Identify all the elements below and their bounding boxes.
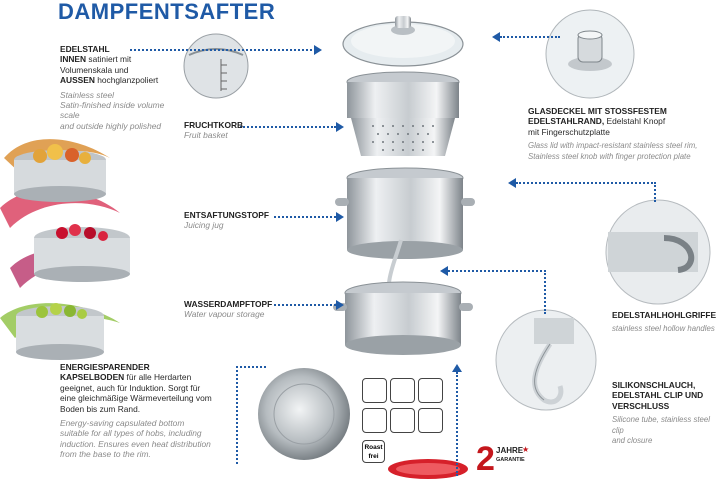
silicone-tube-description: SILIKONSCHLAUCH, EDELSTAHL CLIP UND VERS…	[612, 380, 720, 446]
guarantee-label: GARANTIE	[496, 457, 525, 463]
hollow-handles-heading: EDELSTAHLHOHLGRIFFE	[612, 310, 717, 320]
hollow-handles-english: stainless steel hollow handles	[612, 324, 715, 334]
juicing-jug-heading: ENTSAFTUNGSTOPF	[184, 210, 269, 220]
callout-line-base	[456, 372, 458, 476]
stainless-english: Stainless steel Satin-finished inside vo…	[60, 90, 180, 132]
inside-scale-detail-illustration	[183, 33, 249, 99]
water-vapour-label: WASSERDAMPFTOPF Water vapour storage	[184, 299, 272, 320]
arrow-right-icon	[336, 300, 344, 310]
gas-hob-icon	[362, 378, 387, 403]
stainless-steel-description: EDELSTAHL INNEN satiniert mit Volumenska…	[60, 44, 180, 131]
arrow-left-icon	[440, 266, 448, 276]
callout-line-griffe-vertical	[654, 182, 656, 202]
en-line: Silicone tube, stainless steel clip	[612, 415, 710, 435]
en-line: induction. Ensures even heat distributio…	[60, 438, 211, 449]
free-label: frei	[368, 453, 379, 460]
outside-text: hochglanzpoliert	[94, 75, 159, 86]
arrow-right-icon	[336, 122, 344, 132]
callout-line-glasdeckel	[500, 36, 560, 38]
glass-lid-description: GLASDECKEL MIT STOSSFESTEM EDELSTAHLRAND…	[528, 106, 718, 162]
capsule-base-detail-illustration	[258, 368, 350, 460]
glass-lid-heading: GLASDECKEL MIT STOSSFESTEM	[528, 106, 667, 116]
callout-line-fruchtkorb	[240, 126, 336, 128]
oven-icon	[390, 408, 415, 433]
en-line: Energy-saving capsulated bottom	[60, 418, 185, 429]
scale-text: Volumenskala und	[60, 64, 129, 75]
en-line: from the base to the rim.	[60, 449, 151, 460]
hollow-handle-detail-illustration	[605, 199, 711, 305]
capsule-line: geeignet, auch für Induktion. Sorgt für	[60, 382, 201, 393]
en-line: Stainless steel knob with finger protect…	[528, 151, 691, 161]
en-line: Satin-finished inside volume scale	[60, 100, 165, 121]
fruit-basket-heading: FRUCHTKORB	[184, 120, 244, 130]
ceramic-hob-icon	[362, 408, 387, 433]
callout-line-entsaftungstopf	[274, 216, 336, 218]
en-line: suitable for all types of hobs, includin…	[60, 428, 202, 439]
inside-heading: INNEN	[60, 54, 87, 65]
tube-heading: SILIKONSCHLAUCH,	[612, 380, 696, 390]
guarantee-badge: 2 JAHRE GARANTIE ★	[476, 441, 532, 479]
finger-guard-text: mit Fingerschutzplatte	[528, 126, 610, 137]
star-icon: ★	[522, 445, 530, 454]
capsule-text: für alle Herdarten	[124, 372, 192, 383]
fruit-basket-english: Fruit basket	[184, 130, 228, 141]
juicing-jug-english: Juicing jug	[184, 220, 224, 231]
guarantee-years: 2	[476, 440, 495, 478]
callout-line-wasserdampftopf	[274, 304, 336, 306]
callout-line-energie	[236, 366, 238, 464]
steel-rim-heading: EDELSTAHLRAND,	[528, 116, 605, 127]
callout-line-griffe	[516, 182, 656, 184]
water-vapour-english: Water vapour storage	[184, 309, 265, 320]
en-line: and closure	[612, 436, 653, 446]
juicing-jug-label: ENTSAFTUNGSTOPF Juicing jug	[184, 210, 269, 231]
en-line: and outside highly polished	[60, 120, 162, 131]
red-base-illustration	[388, 459, 468, 479]
callout-line-edelstahl	[130, 49, 312, 51]
induction-hob-icon	[418, 378, 443, 403]
lid-knob-detail-illustration	[545, 9, 635, 99]
knob-text: Edelstahl Knopf	[604, 116, 666, 127]
electric-hob-icon	[390, 378, 415, 403]
capsule-line: Boden bis zum Rand.	[60, 403, 141, 414]
roast-free-badge: Roast frei	[362, 440, 385, 463]
arrow-right-icon	[314, 45, 322, 55]
callout-line-schlauch	[448, 270, 546, 272]
en-line: Glass lid with impact-resistant stainles…	[528, 141, 698, 151]
arrow-right-icon	[336, 212, 344, 222]
energy-heading: ENERGIESPARENDER	[60, 362, 150, 372]
callout-line-schlauch-vertical	[544, 270, 546, 314]
arrow-up-icon	[452, 364, 462, 372]
capsule-line: eine gleichmäßige Wärmeverteilung vom	[60, 393, 212, 404]
capsule-english: Energy-saving capsulated bottom suitable…	[60, 418, 236, 460]
hollow-handles-label: EDELSTAHLHOHLGRIFFE stainless steel holl…	[612, 310, 716, 335]
outside-heading: AUSSEN	[60, 75, 95, 86]
roast-label: Roast	[364, 444, 383, 451]
en-line: Stainless steel	[60, 89, 114, 100]
water-vapour-heading: WASSERDAMPFTOPF	[184, 299, 273, 309]
clip-heading: EDELSTAHL CLIP UND	[612, 390, 704, 401]
capsule-heading: KAPSELBODEN	[60, 372, 125, 383]
guarantee-years-label: JAHRE	[496, 446, 524, 455]
halogen-hob-icon	[418, 408, 443, 433]
arrow-left-icon	[492, 32, 500, 42]
closure-heading: VERSCHLUSS	[612, 400, 670, 411]
callout-line-energie-right	[236, 366, 266, 368]
stainless-heading: EDELSTAHL	[60, 44, 110, 54]
arrow-left-icon	[508, 178, 516, 188]
steamer-stack-illustration	[333, 16, 475, 355]
glass-lid-english: Glass lid with impact-resistant stainles…	[528, 141, 718, 162]
silicone-tube-english: Silicone tube, stainless steel clip and …	[612, 415, 720, 446]
page-title: DAMPFENTSAFTER	[58, 0, 276, 24]
silicone-tube-detail-illustration	[495, 309, 597, 411]
fruit-basket-label: FRUCHTKORB Fruit basket	[184, 120, 243, 141]
capsule-base-description: ENERGIESPARENDER KAPSELBODEN für alle He…	[60, 362, 236, 460]
fruit-pots-illustration	[0, 139, 130, 360]
inside-text: satiniert mit	[86, 54, 132, 65]
